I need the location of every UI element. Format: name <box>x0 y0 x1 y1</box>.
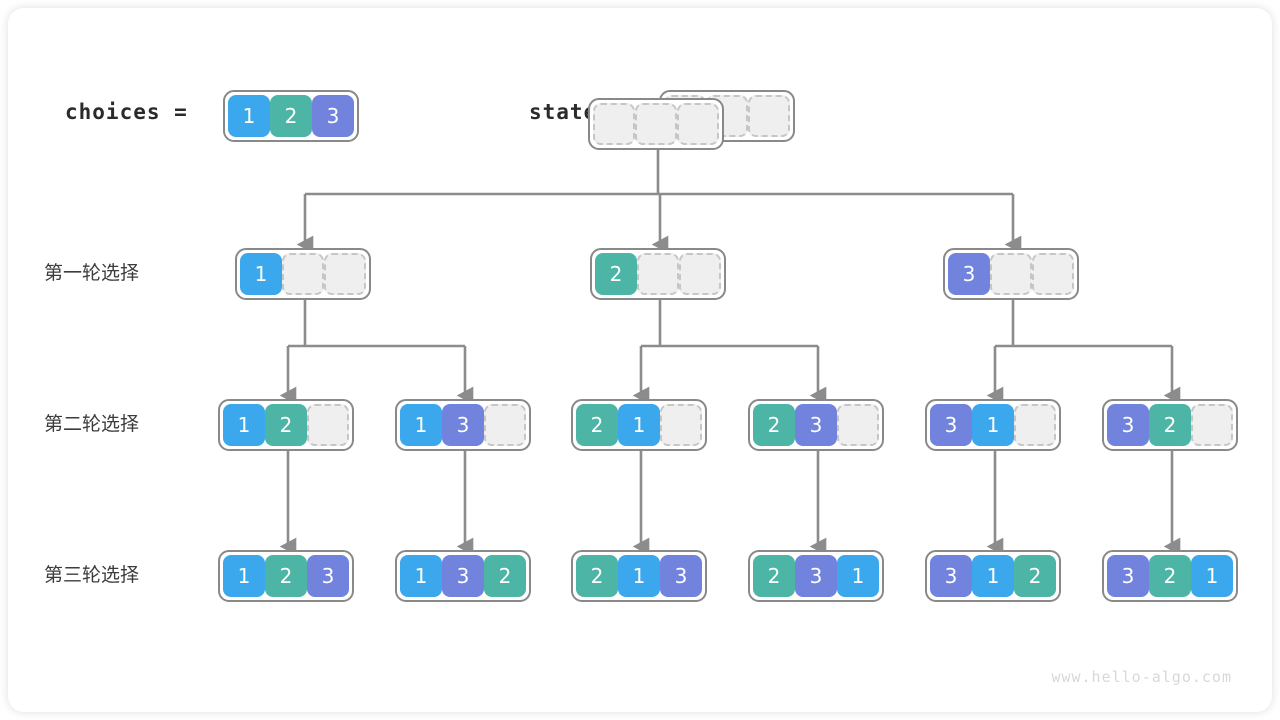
array-cell-empty <box>324 253 366 295</box>
array-cell-value: 3 <box>307 555 349 597</box>
array-cell-value: 1 <box>837 555 879 597</box>
array-cell-value: 1 <box>618 555 660 597</box>
array-cell-value: 3 <box>1107 555 1149 597</box>
array-cell-value: 3 <box>660 555 702 597</box>
array-cell-value: 3 <box>930 555 972 597</box>
array-cell-empty <box>679 253 721 295</box>
array-cell-value: 1 <box>400 555 442 597</box>
array-cell-empty <box>635 103 677 145</box>
array-cell-value: 1 <box>618 404 660 446</box>
array-cell-value: 2 <box>595 253 637 295</box>
array-cell-empty <box>637 253 679 295</box>
array-cell-value: 3 <box>948 253 990 295</box>
array-cell-value: 2 <box>1149 555 1191 597</box>
tree-node-1-3: 3 <box>943 248 1079 300</box>
row-label-round-1: 第一轮选择 <box>44 262 140 284</box>
diagram-card: choices = state = 第一轮选择 第二轮选择 第三轮选择 www.… <box>8 8 1272 712</box>
array-cell-value: 2 <box>753 555 795 597</box>
array-cell-value: 1 <box>223 555 265 597</box>
array-cell-value: 2 <box>1014 555 1056 597</box>
array-cell-value: 1 <box>240 253 282 295</box>
array-cell-value: 3 <box>795 404 837 446</box>
array-cell-empty <box>593 103 635 145</box>
tree-node-1-1: 1 <box>235 248 371 300</box>
array-cell-value: 3 <box>795 555 837 597</box>
array-cell-value: 3 <box>930 404 972 446</box>
array-cell-value: 2 <box>265 404 307 446</box>
row-label-round-2: 第二轮选择 <box>44 413 140 435</box>
site-watermark: www.hello-algo.com <box>1051 668 1232 686</box>
array-cell-value: 1 <box>1191 555 1233 597</box>
array-cell-empty <box>748 95 790 137</box>
tree-node-1-2: 2 <box>590 248 726 300</box>
array-cell-value: 1 <box>223 404 265 446</box>
array-cell-value: 3 <box>442 555 484 597</box>
array-cell-empty <box>307 404 349 446</box>
array-cell-value: 3 <box>442 404 484 446</box>
array-cell-empty <box>1191 404 1233 446</box>
array-cell-empty <box>1014 404 1056 446</box>
array-cell-empty <box>660 404 702 446</box>
array-cell-empty <box>837 404 879 446</box>
choices-label: choices = <box>65 100 188 124</box>
row-label-round-3: 第三轮选择 <box>44 564 140 586</box>
array-cell-value: 1 <box>228 95 270 137</box>
array-cell-value: 1 <box>972 555 1014 597</box>
array-cell-value: 2 <box>484 555 526 597</box>
node-layer: choices = state = 第一轮选择 第二轮选择 第三轮选择 www.… <box>8 8 1272 712</box>
array-cell-value: 2 <box>1149 404 1191 446</box>
array-cell-value: 1 <box>400 404 442 446</box>
array-cell-value: 2 <box>576 555 618 597</box>
array-cell-value: 1 <box>972 404 1014 446</box>
array-cell-empty <box>484 404 526 446</box>
array-cell-empty <box>282 253 324 295</box>
array-cell-value: 2 <box>265 555 307 597</box>
array-cell-value: 3 <box>312 95 354 137</box>
array-cell-empty <box>990 253 1032 295</box>
array-cell-value: 3 <box>1107 404 1149 446</box>
array-cell-value: 2 <box>270 95 312 137</box>
array-cell-empty <box>1032 253 1074 295</box>
array-cell-value: 2 <box>576 404 618 446</box>
array-cell-value: 2 <box>753 404 795 446</box>
tree-node-root <box>588 98 724 150</box>
array-cell-empty <box>677 103 719 145</box>
